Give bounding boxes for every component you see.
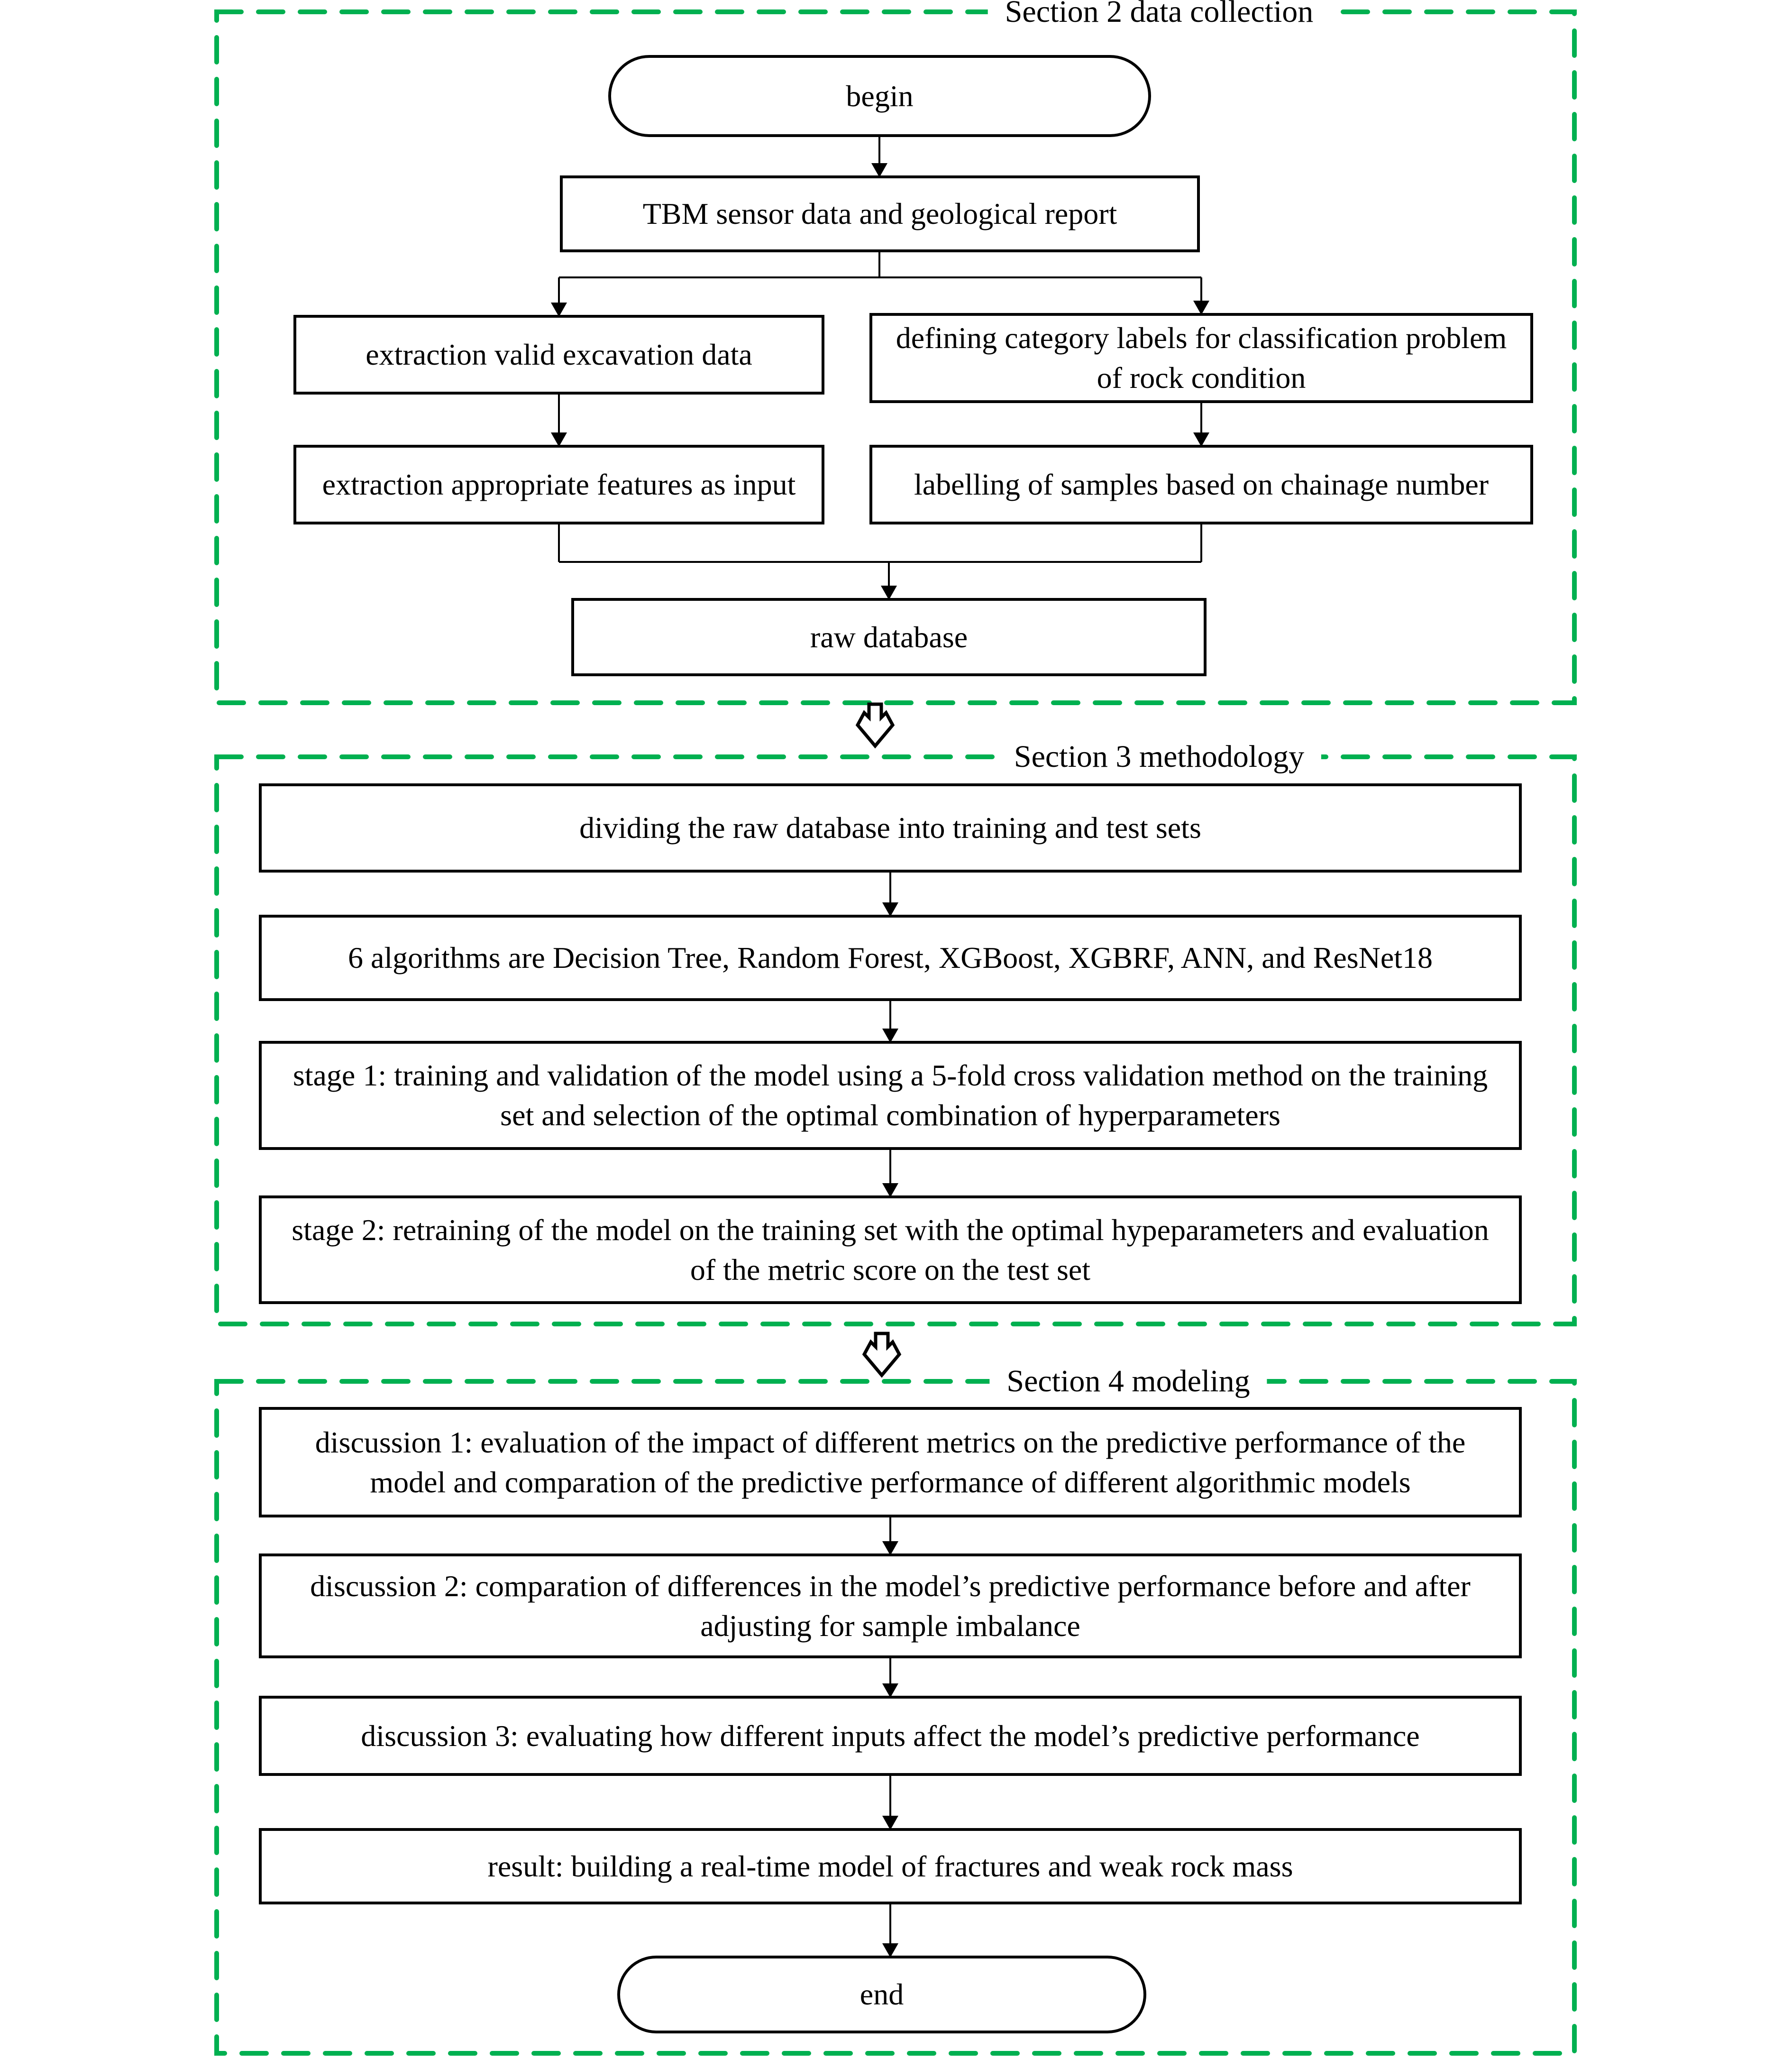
hollow-arrow-section2-to-section3 xyxy=(855,702,895,749)
node-result: result: building a real-time model of fr… xyxy=(259,1828,1522,1904)
arrow-begin-to-tbm xyxy=(871,137,887,177)
arrow-defining-to-labelling xyxy=(1193,403,1209,447)
node-begin: begin xyxy=(608,55,1151,137)
node-stage2-retraining: stage 2: retraining of the model on the … xyxy=(259,1195,1522,1304)
node-extraction-features: extraction appropriate features as input xyxy=(293,445,824,524)
node-discussion-3: discussion 3: evaluating how different i… xyxy=(259,1696,1522,1776)
node-tbm-sensor-data: TBM sensor data and geological report xyxy=(560,175,1200,252)
arrow-disc2-to-disc3 xyxy=(882,1658,898,1698)
section-2-label: Section 2 data collection xyxy=(987,0,1331,30)
arrow-disc3-to-result xyxy=(882,1776,898,1830)
section-3-border xyxy=(214,754,1577,1326)
node-labelling-samples: labelling of samples based on chainage n… xyxy=(869,445,1533,524)
node-defining-category-labels: defining category labels for classificat… xyxy=(869,313,1533,403)
hollow-arrow-section3-to-section4 xyxy=(862,1332,902,1378)
arrow-valid-to-features xyxy=(551,395,567,447)
section-3-label: Section 3 methodology xyxy=(997,739,1322,775)
node-six-algorithms: 6 algorithms are Decision Tree, Random F… xyxy=(259,915,1522,1001)
arrow-dividing-to-algorithms xyxy=(882,873,898,917)
section-4-border xyxy=(214,1379,1577,2056)
arrow-algorithms-to-stage1 xyxy=(882,1001,898,1043)
arrow-disc1-to-disc2 xyxy=(882,1517,898,1555)
arrow-stage1-to-stage2 xyxy=(882,1150,898,1197)
arrow-result-to-end xyxy=(882,1904,898,1958)
section-2-border xyxy=(214,9,1577,705)
node-stage1-training-validation: stage 1: training and validation of the … xyxy=(259,1041,1522,1150)
node-discussion-1: discussion 1: evaluation of the impact o… xyxy=(259,1407,1522,1517)
node-dividing-database: dividing the raw database into training … xyxy=(259,783,1522,873)
section-4-label: Section 4 modeling xyxy=(989,1363,1267,1399)
node-extraction-valid-data: extraction valid excavation data xyxy=(293,315,824,395)
node-discussion-2: discussion 2: comparation of differences… xyxy=(259,1553,1522,1658)
node-end: end xyxy=(617,1956,1146,2033)
connector-tbm-split xyxy=(551,252,1209,317)
connector-merge-to-rawdb xyxy=(558,524,1202,600)
node-raw-database: raw database xyxy=(571,598,1207,676)
